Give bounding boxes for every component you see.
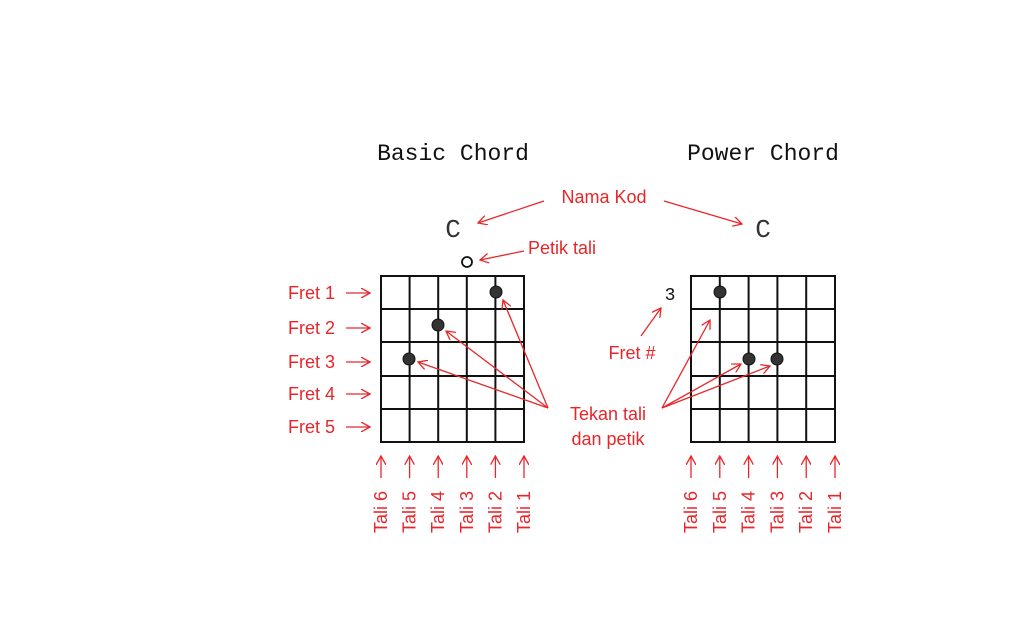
string-label-6: Tali 6	[371, 491, 391, 533]
open-string-circle-icon	[461, 256, 473, 268]
fret-number-arrow	[640, 308, 661, 337]
power-chord-name: C	[755, 215, 771, 245]
petik-tali-arrow	[480, 250, 525, 260]
basic-chord-fretboard	[380, 275, 525, 443]
tekan-tali-label-line2: dan petik	[571, 429, 645, 449]
finger-dot-icon	[713, 285, 727, 299]
tekan-arrow	[418, 362, 549, 409]
finger-dot-icon	[431, 318, 445, 332]
nama-kod-label: Nama Kod	[561, 187, 646, 207]
power-start-fret-number: 3	[665, 286, 676, 306]
fret-label-1: Fret 1	[288, 283, 335, 303]
nama-kod-arrow-left	[478, 200, 545, 223]
fret-label-4: Fret 4	[288, 384, 335, 404]
string-label-1: Tali 1	[514, 491, 534, 533]
finger-dot-icon	[402, 352, 416, 366]
fret-number-label: Fret #	[608, 343, 655, 363]
finger-dot-icon	[770, 352, 784, 366]
basic-chord-name: C	[445, 215, 461, 245]
tekan-arrow	[661, 364, 741, 409]
string-label-5: Tali 5	[710, 491, 730, 533]
string-label-3: Tali 3	[457, 491, 477, 533]
string-label-6: Tali 6	[681, 491, 701, 533]
string-label-5: Tali 5	[400, 491, 420, 533]
tekan-arrow	[661, 320, 710, 409]
string-label-3: Tali 3	[767, 491, 787, 533]
power-chord-fretboard	[690, 275, 836, 443]
tekan-arrow	[661, 366, 770, 409]
nama-kod-arrow-right	[663, 200, 742, 224]
string-label-4: Tali 4	[428, 491, 448, 533]
fret-label-2: Fret 2	[288, 318, 335, 338]
finger-dot-icon	[489, 285, 503, 299]
tekan-arrow	[503, 300, 549, 409]
fret-label-3: Fret 3	[288, 352, 335, 372]
basic-chord-title: Basic Chord	[377, 141, 529, 167]
petik-tali-label: Petik tali	[528, 238, 596, 258]
string-label-2: Tali 2	[796, 491, 816, 533]
string-label-2: Tali 2	[485, 491, 505, 533]
finger-dot-icon	[742, 352, 756, 366]
power-chord-title: Power Chord	[687, 141, 839, 167]
string-label-1: Tali 1	[825, 491, 845, 533]
tekan-arrow	[446, 331, 549, 409]
fret-label-5: Fret 5	[288, 417, 335, 437]
string-label-4: Tali 4	[739, 491, 759, 533]
tekan-tali-label-line1: Tekan tali	[570, 404, 646, 424]
